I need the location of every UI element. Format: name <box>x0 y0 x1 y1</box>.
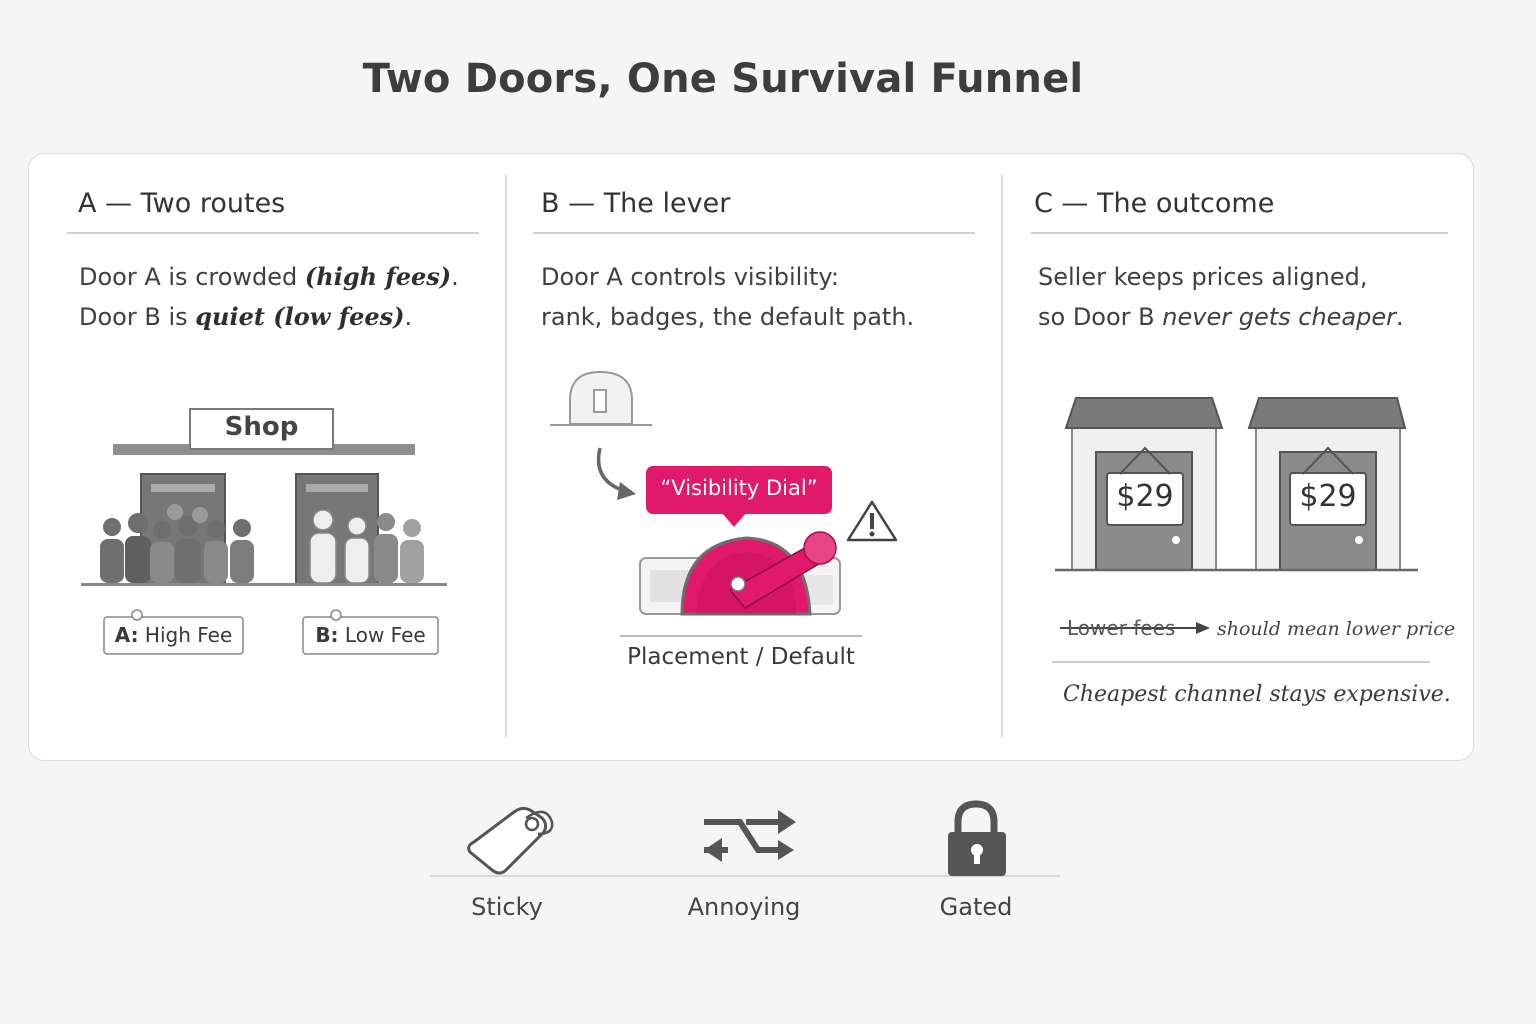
panel-b-heading: B — The lever <box>541 188 731 219</box>
placement-caption: Placement / Default <box>627 644 855 670</box>
people-icon <box>309 509 424 584</box>
page-title: Two Doors, One Survival Funnel <box>362 56 1084 102</box>
panel-divider <box>1001 175 1003 737</box>
crowd-icon <box>100 504 254 583</box>
footer-rule <box>430 875 1060 877</box>
struck-lower-fees: Lower fees <box>1067 616 1176 640</box>
tag-icon <box>467 806 554 875</box>
arrow-note: should mean lower price <box>1217 618 1456 640</box>
footer-label-sticky: Sticky <box>471 893 543 921</box>
price-tag-right: $29 <box>1299 479 1357 514</box>
tag-b-low-fee: B: Low Fee <box>315 623 426 647</box>
panel-c-text: Seller keeps prices aligned, so Door B n… <box>1038 263 1404 331</box>
panel-c-heading: C — The outcome <box>1034 188 1275 219</box>
conclusion-text: Cheapest channel stays expensive. <box>1063 682 1451 707</box>
footer-label-gated: Gated <box>939 893 1013 921</box>
storefront-left-icon <box>1064 397 1224 571</box>
panel-divider <box>505 175 507 737</box>
swap-arrows-icon <box>704 810 796 862</box>
price-tag-left: $29 <box>1116 479 1174 514</box>
visibility-dial-label: “Visibility Dial” <box>660 476 818 500</box>
footer-label-annoying: Annoying <box>687 893 801 921</box>
storefront-right-icon <box>1247 397 1407 571</box>
diagram-card <box>28 153 1474 761</box>
panel-a-rule <box>67 232 479 234</box>
storefront-icon <box>550 370 652 426</box>
lock-icon <box>948 800 1006 876</box>
panel-a-text: Door A is crowded (high fees). Door B is… <box>79 262 459 331</box>
panel-b-rule <box>533 232 975 234</box>
panel-a-heading: A — Two routes <box>78 188 286 219</box>
panel-b-text: Door A controls visibility: rank, badges… <box>541 263 915 331</box>
tag-a-high-fee: A: High Fee <box>114 623 233 647</box>
shop-sign: Shop <box>224 412 299 442</box>
panel-c-rule <box>1031 232 1448 234</box>
